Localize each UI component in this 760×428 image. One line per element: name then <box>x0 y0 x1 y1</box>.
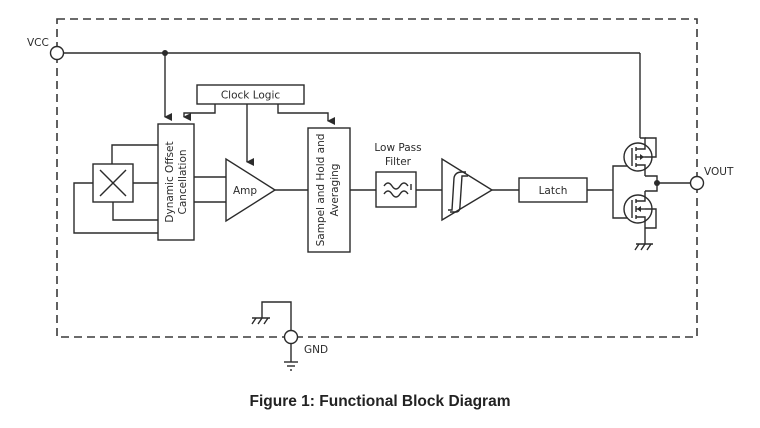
gnd-label: GND <box>304 344 328 356</box>
sample-hold-label-line2: Averaging <box>329 164 341 217</box>
vout-pin <box>689 175 705 191</box>
nmos-transistor-icon <box>623 191 657 229</box>
dynamic-offset-cancellation-block: Dynamic Offset Cancellation <box>157 123 226 241</box>
doc-label-line2: Cancellation <box>177 149 189 214</box>
hysteresis-icon <box>448 171 468 213</box>
output-stage <box>612 137 691 251</box>
hall-sensor-element <box>73 144 158 234</box>
gnd-pin <box>283 329 299 345</box>
amp-block: Amp <box>225 157 308 223</box>
sample-hold-label-line1: Sampel and Hold and <box>315 134 327 247</box>
figure-caption: Figure 1: Functional Block Diagram <box>249 393 511 410</box>
latch-label: Latch <box>539 185 568 197</box>
vcc-pin <box>49 45 65 61</box>
vout-label: VOUT <box>704 166 734 178</box>
lpf-label-line1: Low Pass <box>374 142 421 154</box>
sample-hold-averaging-block: Sampel and Hold and Averaging <box>307 127 376 253</box>
pmos-transistor-icon <box>623 137 657 176</box>
gnd-connection <box>251 301 298 371</box>
low-pass-filter-block: Low Pass Filter <box>374 142 442 208</box>
ground-icon-internal <box>251 317 270 325</box>
ground-icon-output <box>634 243 653 251</box>
clock-logic-label: Clock Logic <box>221 90 281 102</box>
latch-block: Latch <box>518 177 613 203</box>
filter-wave-icon <box>383 182 412 198</box>
lpf-label-line2: Filter <box>385 156 412 168</box>
clock-logic-block: Clock Logic <box>183 84 335 166</box>
vcc-label: VCC <box>27 37 49 49</box>
schmitt-trigger-block <box>441 157 519 222</box>
doc-label-line1: Dynamic Offset <box>164 141 176 222</box>
ground-icon-external <box>284 361 298 371</box>
amp-label: Amp <box>233 185 257 197</box>
vcc-rail <box>64 50 641 138</box>
